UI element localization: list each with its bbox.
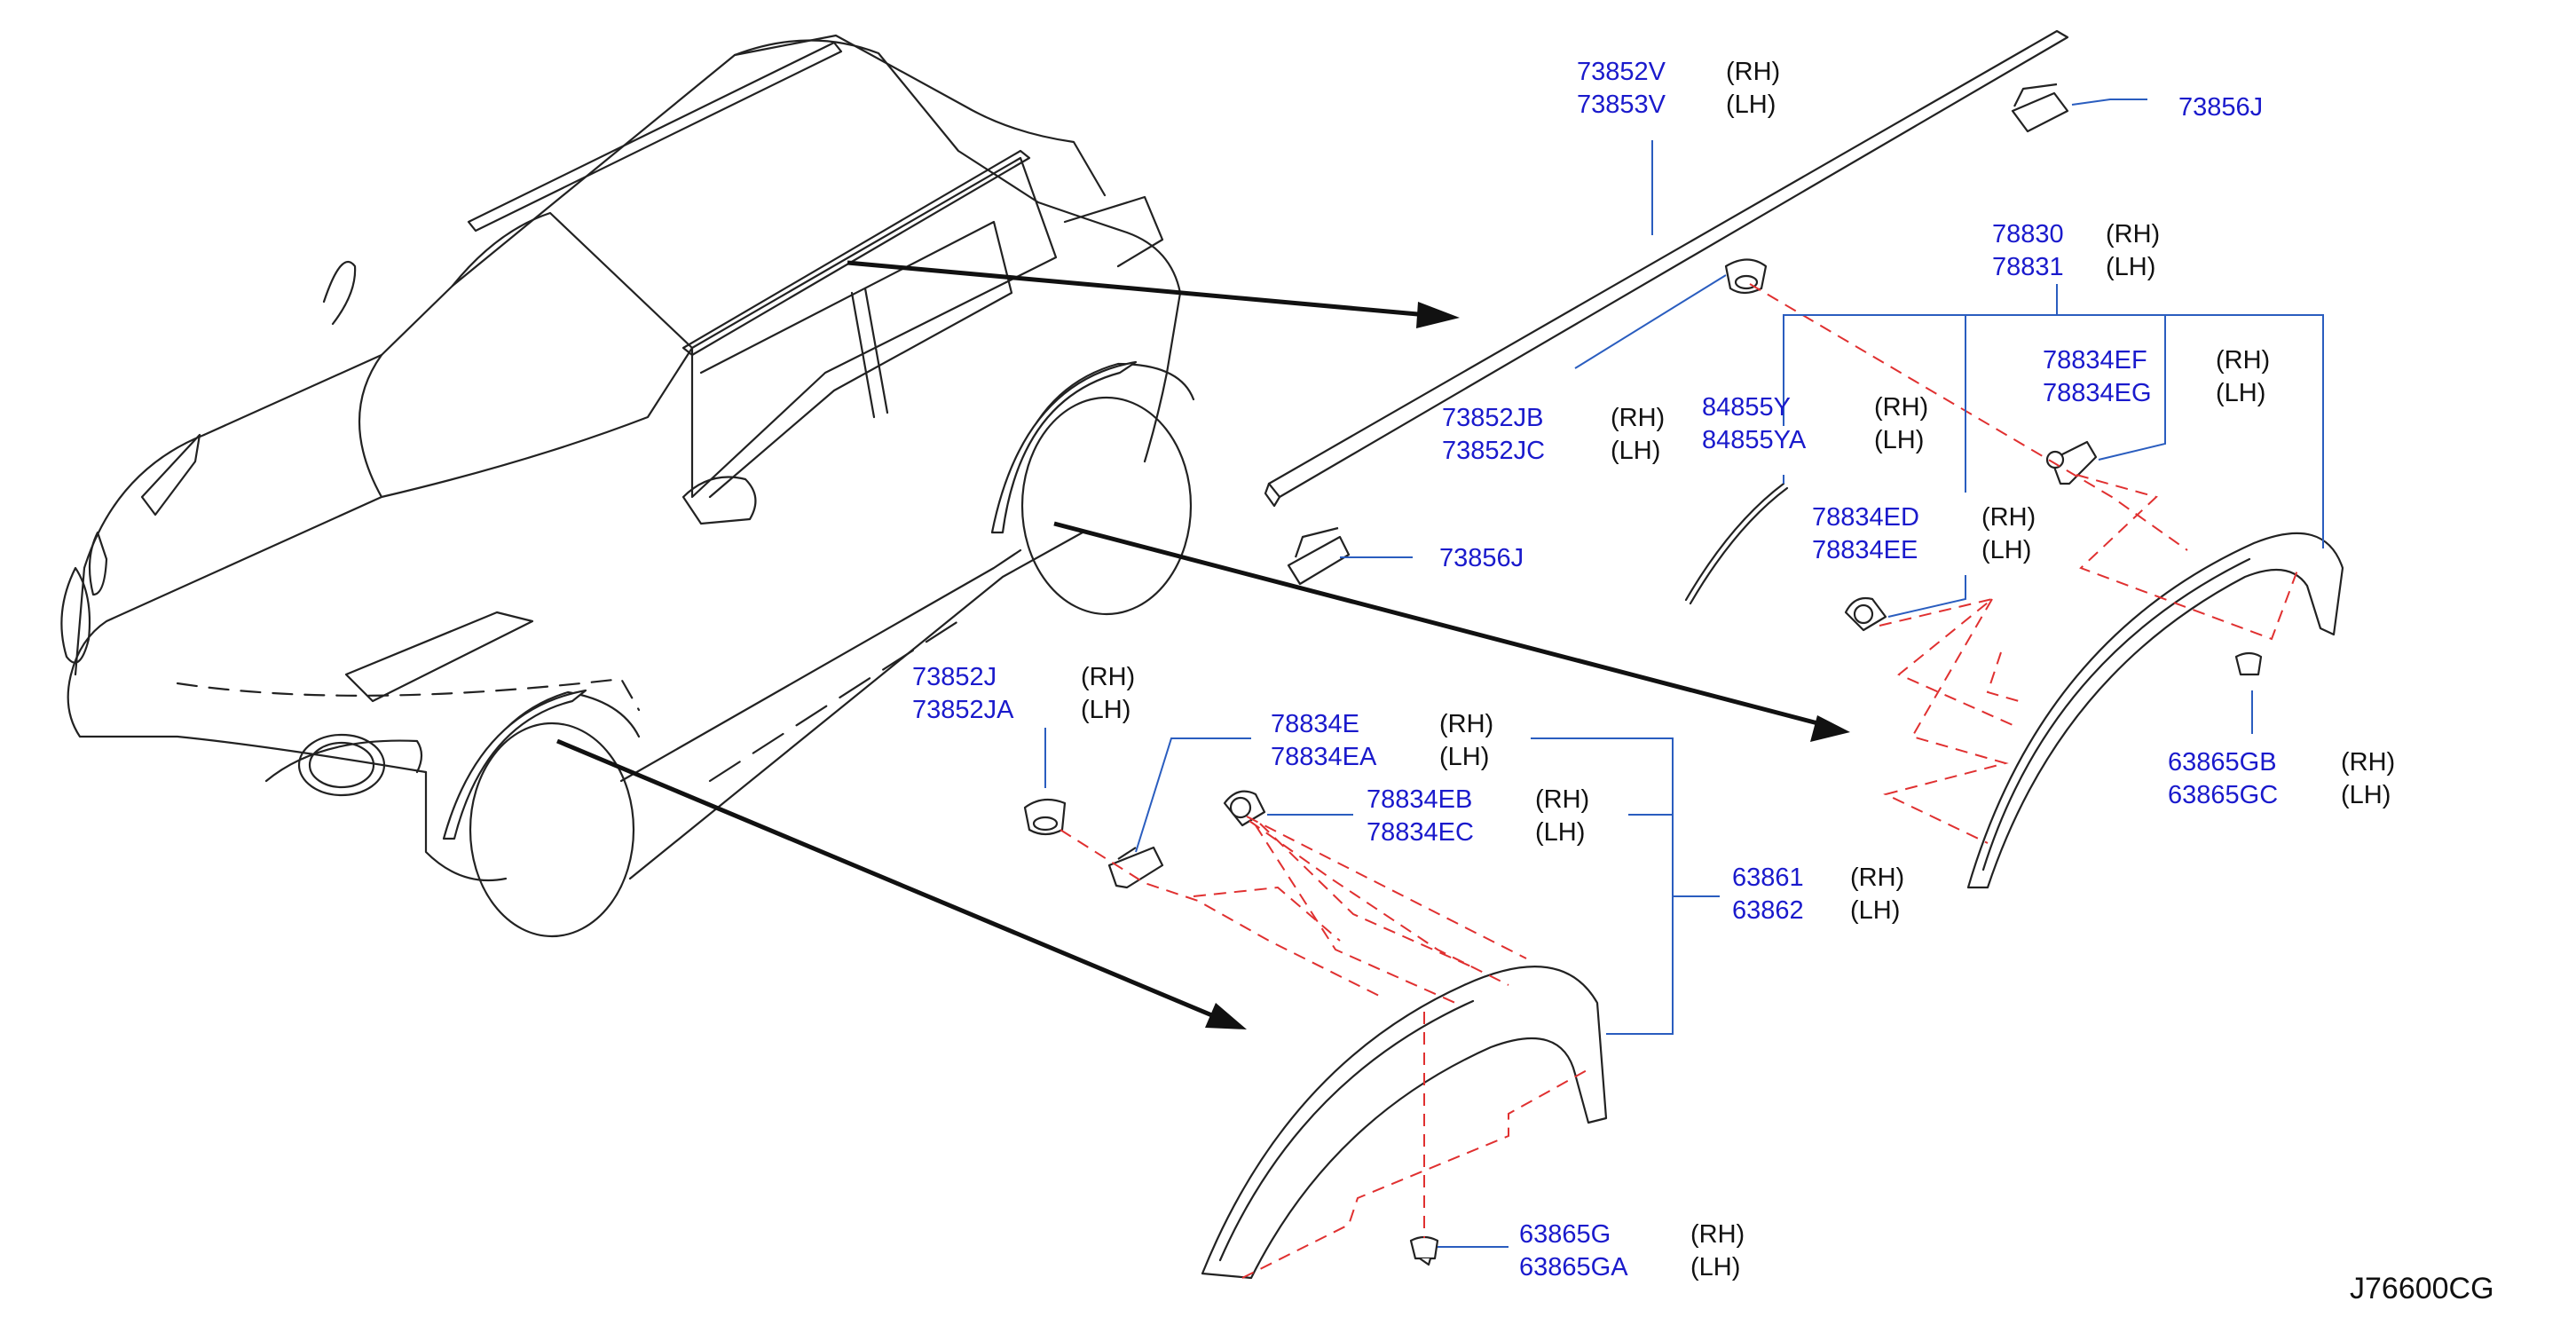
side-rh-label: (RH)	[1874, 393, 1928, 422]
assembly-dash-lines	[1060, 283, 2299, 1279]
side-lh-label: (LH)	[1850, 896, 1900, 925]
clip-front-eb-part	[1223, 790, 1266, 827]
part-number-rh: 63865GB	[2168, 748, 2277, 777]
front-fender-flare-part	[1201, 966, 1608, 1280]
part-number-rh: 84855Y	[1702, 393, 1791, 422]
side-rh-label: (RH)	[1081, 663, 1135, 691]
roof-clip-part	[2011, 83, 2069, 133]
pointer-arrows	[556, 260, 1850, 1029]
callout-rivet-rear: 63865GB 63865GC (RH) (LH)	[2168, 748, 2395, 809]
part-number-lh: 78834EC	[1367, 818, 1474, 847]
side-rh-label: (RH)	[2106, 220, 2160, 248]
clip-rear-ed-part	[1844, 596, 1887, 632]
callout-clip-front-e: 78834E 78834EA (RH) (LH)	[1271, 710, 1493, 771]
part-number-lh: 73852JC	[1442, 437, 1545, 465]
side-rh-label: (RH)	[1690, 1220, 1745, 1249]
roof-clip-lower-part	[1287, 526, 1351, 586]
callout-clip-front-eb: 78834EB 78834EC (RH) (LH)	[1367, 785, 1589, 847]
seal-rear-part	[1684, 482, 1789, 605]
side-lh-label: (LH)	[2341, 781, 2391, 809]
part-number-lh: 84855YA	[1702, 426, 1807, 454]
part-number-lh: 63865GC	[2168, 781, 2278, 809]
part-number-rh: 73852JB	[1442, 404, 1544, 432]
grommet-front-part	[1023, 798, 1067, 836]
part-number-lh: 78834EA	[1271, 743, 1377, 771]
part-number-rh: 78830	[1992, 220, 2064, 248]
part-number-lh: 73852JA	[912, 696, 1014, 724]
side-rh-label: (RH)	[1981, 503, 2036, 532]
side-lh-label: (LH)	[1081, 696, 1130, 724]
side-lh-label: (LH)	[2216, 379, 2265, 407]
side-rh-label: (RH)	[1439, 710, 1493, 738]
rivet-rear-part	[2234, 651, 2263, 676]
car-outline	[60, 34, 1195, 938]
part-number-lh: 73853V	[1577, 91, 1666, 119]
callout-seal-rear: 84855Y 84855YA (RH) (LH)	[1702, 393, 1928, 454]
rear-fender-flare-part	[1966, 532, 2344, 889]
side-rh-label: (RH)	[1726, 58, 1780, 86]
side-rh-label: (RH)	[2341, 748, 2395, 777]
part-number-lh: 63865GA	[1519, 1253, 1628, 1282]
side-lh-label: (LH)	[1981, 536, 2031, 564]
part-number-rh: 73852J	[912, 663, 997, 691]
part-number-rh: 78834EB	[1367, 785, 1472, 814]
side-lh-label: (LH)	[1726, 91, 1776, 119]
part-number-lh: 78831	[1992, 253, 2064, 281]
roof-molding-part	[1264, 29, 2069, 508]
side-lh-label: (LH)	[1535, 818, 1585, 847]
side-lh-label: (LH)	[1439, 743, 1489, 771]
clip-front-e-part	[1107, 846, 1164, 889]
rivet-front-part	[1409, 1235, 1439, 1266]
side-rh-label: (RH)	[2216, 346, 2270, 375]
diagram-code: J76600CG	[2350, 1272, 2494, 1305]
callout-grommet-front: 73852J 73852JA (RH) (LH)	[912, 663, 1135, 724]
part-number-rh: 73852V	[1577, 58, 1666, 86]
side-lh-label: (LH)	[1611, 437, 1660, 465]
callout-clip-rear-ef: 78834EF 78834EG (RH) (LH)	[2043, 346, 2270, 407]
callout-fender-set-rear: 78830 78831 (RH) (LH)	[1992, 220, 2160, 281]
part-number: 73856J	[2178, 93, 2263, 122]
side-lh-label: (LH)	[1690, 1253, 1740, 1282]
callout-fender-front: 63861 63862 (RH) (LH)	[1732, 864, 1904, 925]
part-number: 73856J	[1439, 544, 1524, 572]
callout-roof-molding: 73852V 73853V (RH) (LH)	[1577, 58, 1780, 119]
part-number-rh: 63865G	[1519, 1220, 1611, 1249]
callout-clip-top: 73856J	[2178, 93, 2263, 122]
leader-lines	[1044, 99, 2324, 1248]
side-rh-label: (RH)	[1611, 404, 1665, 432]
part-number-rh: 78834ED	[1812, 503, 1919, 532]
side-rh-label: (RH)	[1535, 785, 1589, 814]
callout-grommet-rear: 73852JB 73852JC (RH) (LH)	[1442, 404, 1665, 465]
side-rh-label: (RH)	[1850, 864, 1904, 892]
callout-rivet-front: 63865G 63865GA (RH) (LH)	[1519, 1220, 1745, 1282]
callout-clip-rear-ed: 78834ED 78834EE (RH) (LH)	[1812, 503, 2036, 564]
part-number-rh: 63861	[1732, 864, 1804, 892]
part-number-lh: 78834EG	[2043, 379, 2152, 407]
side-lh-label: (LH)	[2106, 253, 2155, 281]
part-number-lh: 78834EE	[1812, 536, 1918, 564]
callout-clip-bottom-left: 73856J	[1439, 544, 1524, 572]
part-number-rh: 78834E	[1271, 710, 1359, 738]
part-number-lh: 63862	[1732, 896, 1804, 925]
grommet-rear-part	[1724, 258, 1768, 295]
clip-rear-ef-part	[2045, 440, 2098, 485]
part-number-rh: 78834EF	[2043, 346, 2147, 375]
side-lh-label: (LH)	[1874, 426, 1924, 454]
